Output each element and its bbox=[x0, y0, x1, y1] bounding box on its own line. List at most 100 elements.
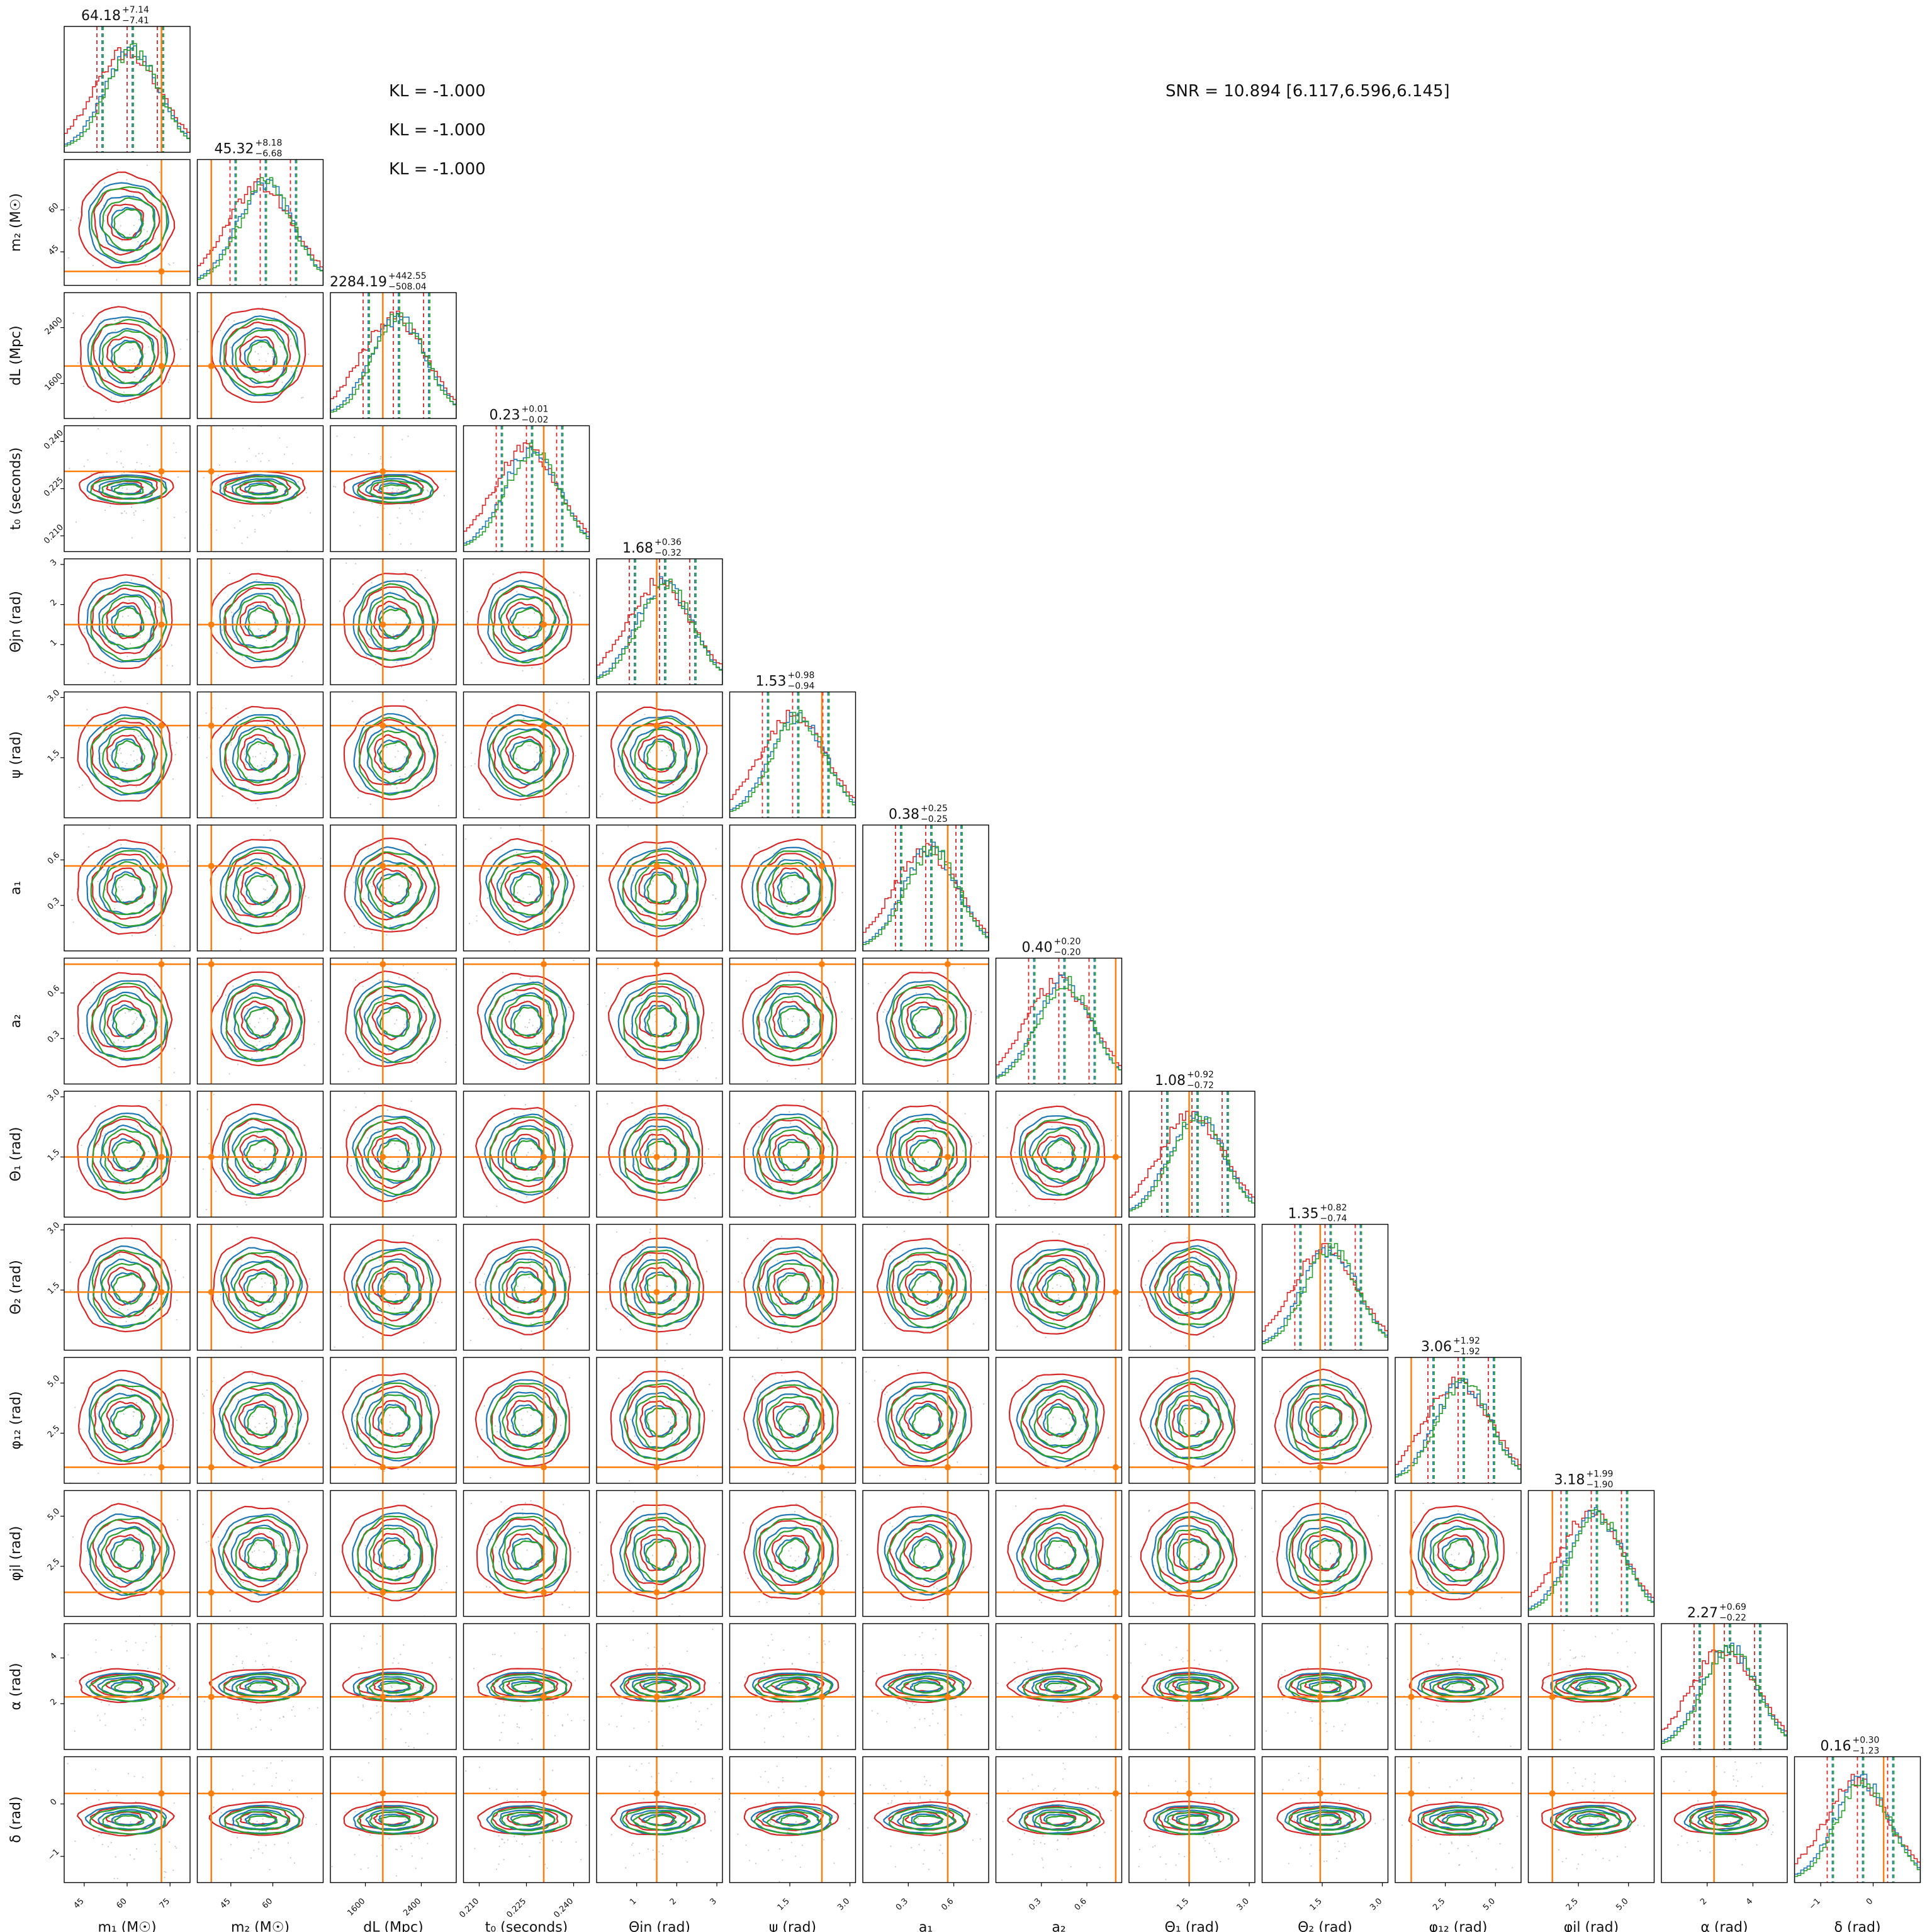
sample-point bbox=[117, 753, 119, 755]
sample-point bbox=[1021, 1537, 1023, 1539]
sample-point bbox=[972, 1407, 974, 1408]
sample-point bbox=[296, 1589, 298, 1591]
sample-point bbox=[913, 1424, 915, 1425]
contour-level bbox=[1021, 1385, 1089, 1454]
truth-marker bbox=[1186, 1589, 1193, 1596]
sample-point bbox=[889, 1522, 891, 1524]
sample-point bbox=[232, 1452, 235, 1454]
sample-point bbox=[754, 1397, 756, 1400]
contour-level bbox=[368, 1261, 422, 1315]
sample-point bbox=[110, 755, 111, 756]
sample-point bbox=[411, 1302, 413, 1304]
sample-point bbox=[1076, 1135, 1078, 1137]
sample-point bbox=[648, 917, 649, 919]
sample-point bbox=[246, 1626, 248, 1629]
sample-point bbox=[818, 1603, 820, 1605]
contour-level bbox=[1156, 1517, 1225, 1585]
sample-point bbox=[270, 1729, 272, 1731]
sample-point bbox=[775, 1374, 777, 1376]
sample-point bbox=[1194, 1532, 1196, 1534]
sample-point bbox=[701, 918, 703, 919]
sample-point bbox=[1041, 1416, 1043, 1418]
sample-point bbox=[1455, 1542, 1457, 1544]
sample-point bbox=[1164, 1585, 1166, 1587]
contour-level bbox=[1151, 1510, 1234, 1593]
sample-point bbox=[133, 1411, 135, 1413]
contour-level bbox=[777, 872, 809, 904]
contour-level bbox=[639, 1133, 677, 1172]
sample-point bbox=[291, 1544, 293, 1546]
sample-point bbox=[931, 1127, 933, 1129]
sample-point bbox=[1035, 1175, 1036, 1177]
sample-point bbox=[120, 844, 122, 846]
sample-point bbox=[132, 1022, 135, 1024]
sample-point bbox=[682, 1416, 683, 1418]
sample-point bbox=[282, 1320, 284, 1322]
sample-point bbox=[418, 488, 420, 490]
contour-level bbox=[98, 478, 155, 500]
contour-level bbox=[113, 484, 144, 496]
sample-point bbox=[563, 748, 565, 751]
panel-4-11 bbox=[597, 1490, 722, 1617]
sample-point bbox=[654, 1042, 656, 1043]
sample-point bbox=[177, 1687, 179, 1689]
sample-point bbox=[425, 738, 427, 739]
truth-marker bbox=[158, 1289, 165, 1296]
sample-point bbox=[422, 1288, 424, 1291]
sample-point bbox=[1320, 1403, 1322, 1405]
sample-point bbox=[760, 1285, 762, 1287]
sample-point bbox=[82, 833, 84, 835]
sample-point bbox=[377, 1568, 379, 1570]
sample-point bbox=[100, 1667, 102, 1669]
contour-level bbox=[89, 717, 167, 795]
sample-point bbox=[146, 1025, 148, 1027]
sample-point bbox=[799, 1042, 801, 1043]
sample-point bbox=[77, 362, 79, 364]
truth-marker bbox=[208, 961, 215, 968]
sample-point bbox=[1325, 1530, 1328, 1532]
sample-point bbox=[585, 1054, 587, 1056]
sample-point bbox=[1065, 1423, 1067, 1425]
sample-point bbox=[1321, 1404, 1323, 1406]
sample-point bbox=[929, 1602, 931, 1603]
sample-point bbox=[599, 795, 602, 797]
sample-point bbox=[519, 931, 520, 933]
sample-point bbox=[522, 1514, 524, 1516]
sample-point bbox=[1152, 1240, 1154, 1242]
sample-point bbox=[334, 486, 337, 488]
contour-level bbox=[1009, 1105, 1106, 1201]
sample-point bbox=[964, 1113, 966, 1115]
contour-level bbox=[1286, 1379, 1368, 1461]
sample-point bbox=[1164, 1230, 1166, 1232]
panel-frame bbox=[729, 1223, 856, 1351]
contour-level bbox=[485, 848, 569, 931]
contour-level bbox=[218, 1514, 301, 1596]
contour-level bbox=[111, 206, 143, 239]
sample-point bbox=[413, 1548, 415, 1550]
sample-point bbox=[271, 350, 273, 352]
sample-point bbox=[293, 754, 295, 756]
sample-point bbox=[119, 748, 121, 750]
sample-point bbox=[291, 675, 293, 677]
sample-point bbox=[561, 1013, 564, 1015]
sample-point bbox=[501, 1159, 503, 1160]
sample-point bbox=[203, 1395, 205, 1397]
sample-point bbox=[404, 756, 406, 758]
sample-point bbox=[277, 1137, 279, 1139]
sample-point bbox=[1044, 1180, 1046, 1182]
sample-point bbox=[150, 614, 152, 616]
sample-point bbox=[356, 1275, 357, 1277]
contour-level bbox=[351, 1247, 434, 1330]
sample-point bbox=[1334, 1510, 1335, 1513]
sample-point bbox=[227, 777, 229, 778]
sample-point bbox=[177, 1519, 179, 1521]
sample-point bbox=[150, 1121, 152, 1123]
contour-level bbox=[1441, 1537, 1474, 1570]
contour-level bbox=[77, 574, 173, 670]
sample-point bbox=[280, 324, 282, 326]
sample-point bbox=[244, 1161, 246, 1163]
sample-point bbox=[267, 1018, 269, 1019]
sample-point bbox=[376, 507, 378, 508]
sample-point bbox=[1074, 1094, 1076, 1096]
contour-level bbox=[89, 1673, 167, 1702]
